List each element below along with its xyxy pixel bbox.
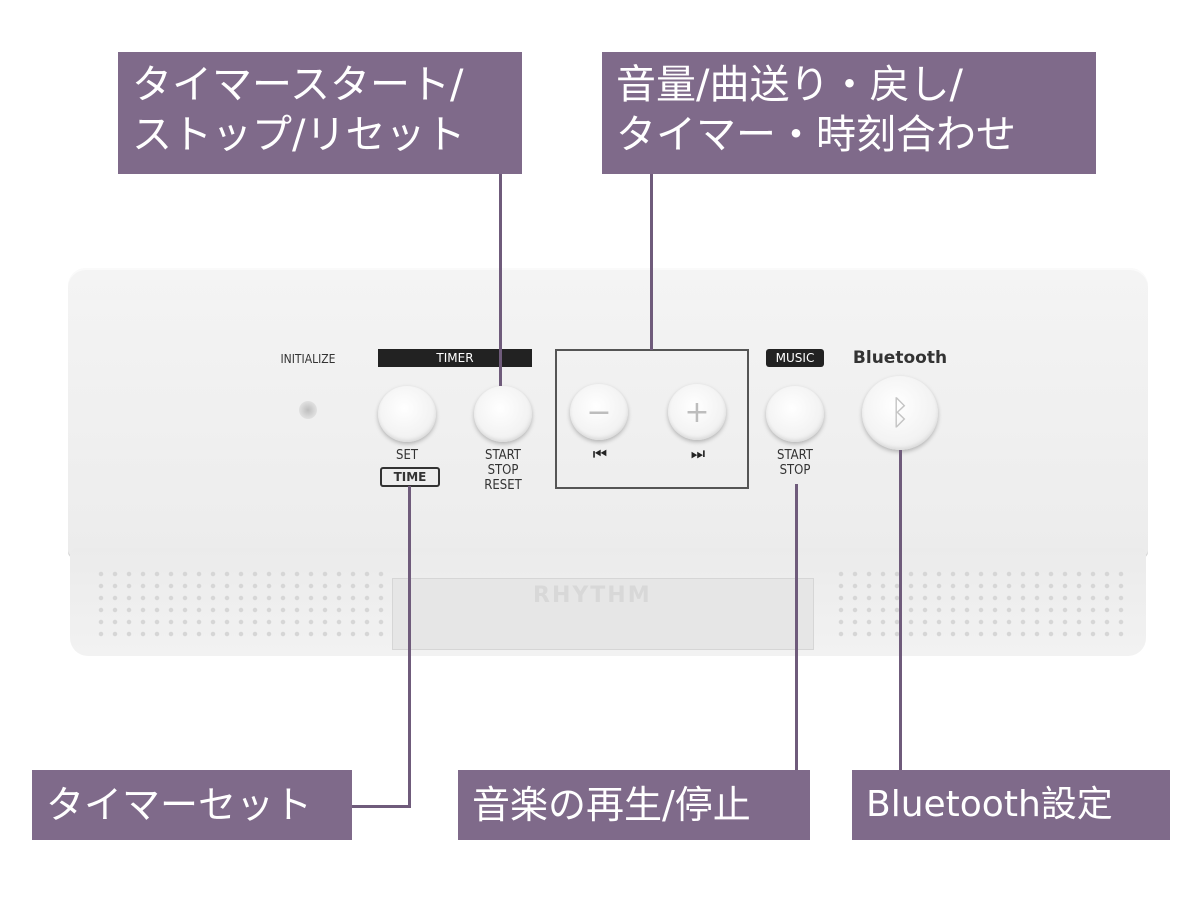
callout-volume-line-1: 音量/曲送り・戻し/ xyxy=(616,62,963,108)
initialize-label: INITIALIZE xyxy=(280,352,336,366)
previous-track-icon: ⏮ xyxy=(592,444,608,463)
callout-timer-set-text: タイマーセット xyxy=(46,783,313,827)
clock-display: RHYTHM xyxy=(392,578,814,650)
speaker-grille-left xyxy=(94,568,384,638)
leader-timer-set-vertical xyxy=(408,486,411,808)
bluetooth-label: Bluetooth xyxy=(852,348,948,368)
music-start-label-line-1: START xyxy=(777,448,813,463)
leader-timer-start xyxy=(499,174,502,386)
callout-timer-start-line-1: タイマースタート/ xyxy=(132,62,464,108)
next-track-icon: ⏭ xyxy=(690,444,706,463)
callout-bluetooth-setting-text: Bluetooth設定 xyxy=(866,784,1113,825)
callout-timer-start-line-2: ストップ/リセット xyxy=(132,112,466,158)
leader-bluetooth xyxy=(899,450,902,770)
leader-volume xyxy=(650,174,653,350)
music-section-tag: MUSIC xyxy=(766,349,824,367)
volume-button-group xyxy=(555,349,749,489)
bluetooth-button[interactable]: ᛒ xyxy=(862,376,938,450)
callout-music-play: 音楽の再生/停止 xyxy=(458,770,810,840)
callout-timer-set: タイマーセット xyxy=(32,770,352,840)
timer-start-stop-reset-button[interactable] xyxy=(474,386,532,442)
callout-volume-line-2: タイマー・時刻合わせ xyxy=(616,112,1016,158)
callout-volume: 音量/曲送り・戻し/ タイマー・時刻合わせ xyxy=(602,52,1096,174)
display-ghost-text: RHYTHM xyxy=(533,583,652,608)
leader-music-play xyxy=(795,484,798,770)
plus-icon: + xyxy=(684,394,710,430)
timer-set-button[interactable] xyxy=(378,386,436,442)
callout-music-play-text: 音楽の再生/停止 xyxy=(472,783,751,827)
timer-start-label-line-2: STOP xyxy=(487,463,519,478)
leader-timer-set-horizontal xyxy=(352,805,411,808)
bluetooth-icon: ᛒ xyxy=(889,393,911,433)
time-tag: TIME xyxy=(380,467,440,487)
device-front: RHYTHM xyxy=(70,548,1146,656)
music-start-stop-button[interactable] xyxy=(766,386,824,442)
initialize-pinhole[interactable] xyxy=(299,401,317,419)
minus-icon: − xyxy=(586,394,612,430)
volume-up-button[interactable]: + xyxy=(668,384,726,440)
timer-start-label-line-3: RESET xyxy=(484,478,522,493)
callout-bluetooth-setting: Bluetooth設定 xyxy=(852,770,1170,840)
speaker-grille-right xyxy=(834,568,1124,638)
music-start-stop-label: START STOP xyxy=(760,448,830,478)
callout-timer-start: タイマースタート/ ストップ/リセット xyxy=(118,52,522,174)
music-start-label-line-2: STOP xyxy=(779,463,811,478)
timer-start-label-line-1: START xyxy=(485,448,521,463)
timer-section-bar: TIMER xyxy=(378,349,532,367)
timer-start-stop-reset-label: START STOP RESET xyxy=(468,448,538,493)
timer-set-label: SET xyxy=(396,448,418,463)
volume-down-button[interactable]: − xyxy=(570,384,628,440)
